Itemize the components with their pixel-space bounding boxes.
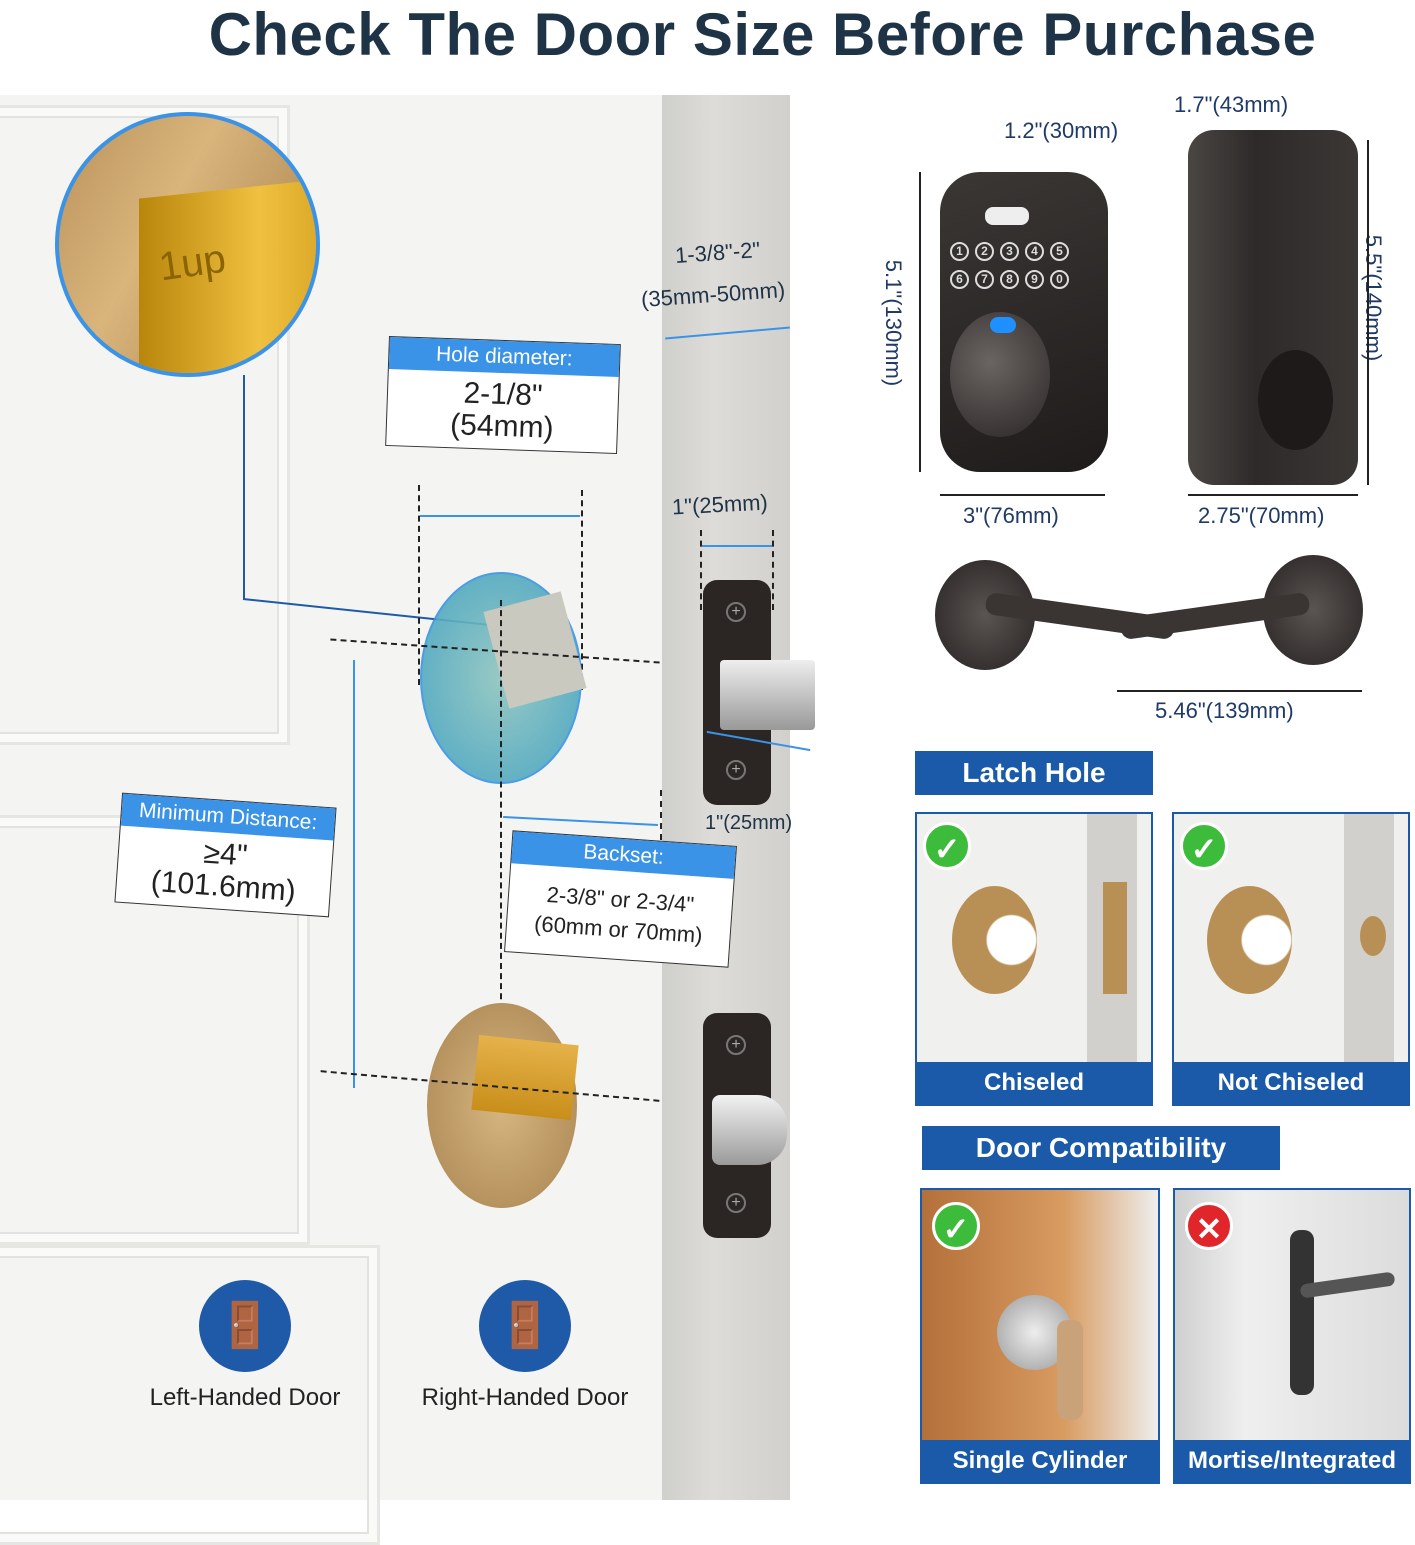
check-icon: ✓: [932, 1202, 980, 1250]
lever-span-label: 5.46"(139mm): [1155, 698, 1294, 723]
latch-mechanism: [471, 1034, 579, 1121]
not-chiseled-label: Not Chiseled: [1174, 1062, 1408, 1104]
interior-lock: [1188, 130, 1358, 485]
keypad-key[interactable]: 0: [1050, 270, 1069, 289]
keypad-key[interactable]: 7: [975, 270, 994, 289]
latch-hole-header: Latch Hole: [915, 751, 1153, 795]
latch-zoom-circle: 1up: [55, 112, 320, 377]
screw-icon: +: [726, 760, 746, 780]
back-height-label: 5.5"(140mm): [1361, 234, 1387, 362]
hole-diameter-callout: Hole diameter: 2-1/8"(54mm): [385, 335, 621, 455]
keypad-key[interactable]: 5: [1050, 242, 1069, 261]
latch-hole-chiseled-card: ✓ Chiseled: [915, 812, 1153, 1106]
mortise-card: ✕ Mortise/Integrated: [1173, 1188, 1411, 1484]
backset-callout: Backset: 2-3/8" or 2-3/4"(60mm or 70mm): [504, 830, 737, 968]
check-icon: ✓: [1180, 822, 1228, 870]
left-handed-door-icon: 🚪: [199, 1280, 291, 1372]
screw-icon: +: [726, 1035, 746, 1055]
fingerprint-sensor-icon: [990, 317, 1016, 333]
front-width-label: 3"(76mm): [963, 503, 1059, 528]
keypad-key[interactable]: 4: [1025, 242, 1044, 261]
latch-brand: 1up: [156, 236, 229, 290]
right-handed-door: 🚪 Right-Handed Door: [400, 1280, 650, 1412]
latch-bolt: [720, 660, 815, 730]
front-depth-label: 1.2"(30mm): [1004, 118, 1119, 143]
page-title: Check The Door Size Before Purchase: [208, 1, 1317, 68]
screw-icon: +: [726, 1193, 746, 1213]
keypad-key[interactable]: 2: [975, 242, 994, 261]
keypad-key[interactable]: 6: [950, 270, 969, 289]
deadbolt: [712, 1095, 787, 1165]
hole-diameter-mm: (54mm): [449, 408, 555, 445]
min-distance-callout: Minimum Distance: ≥4"(101.6mm): [114, 792, 337, 918]
cross-icon: ✕: [1185, 1202, 1233, 1250]
latch-depth-label: 1"(25mm): [705, 812, 793, 834]
back-depth-label: 1.7"(43mm): [1174, 92, 1289, 117]
right-handed-door-icon: 🚪: [479, 1280, 571, 1372]
door-panel: [0, 105, 290, 745]
right-handed-label: Right-Handed Door: [421, 1384, 629, 1411]
faceplate-width-label: 1"(25mm): [671, 489, 769, 520]
keypad-key[interactable]: 9: [1025, 270, 1044, 289]
back-width-label: 2.75"(70mm): [1198, 503, 1325, 528]
door-compatibility-header: Door Compatibility: [922, 1126, 1280, 1170]
screw-icon: +: [726, 602, 746, 622]
single-cylinder-card: ✓ Single Cylinder: [920, 1188, 1160, 1484]
thumb-turn: [1258, 350, 1333, 450]
left-handed-door: 🚪 Left-Handed Door: [130, 1280, 360, 1412]
left-handed-label: Left-Handed Door: [149, 1384, 341, 1411]
keypad-key[interactable]: 8: [1000, 270, 1019, 289]
keypad-key[interactable]: 3: [1000, 242, 1019, 261]
latch-hole-not-chiseled-card: ✓ Not Chiseled: [1172, 812, 1410, 1106]
keypad-key[interactable]: 1: [950, 242, 969, 261]
mortise-label: Mortise/Integrated: [1175, 1440, 1409, 1482]
menu-button: [985, 207, 1029, 225]
single-cylinder-label: Single Cylinder: [922, 1440, 1158, 1482]
chiseled-label: Chiseled: [917, 1062, 1151, 1104]
front-height-label: 5.1"(130mm): [881, 259, 907, 387]
check-icon: ✓: [923, 822, 971, 870]
